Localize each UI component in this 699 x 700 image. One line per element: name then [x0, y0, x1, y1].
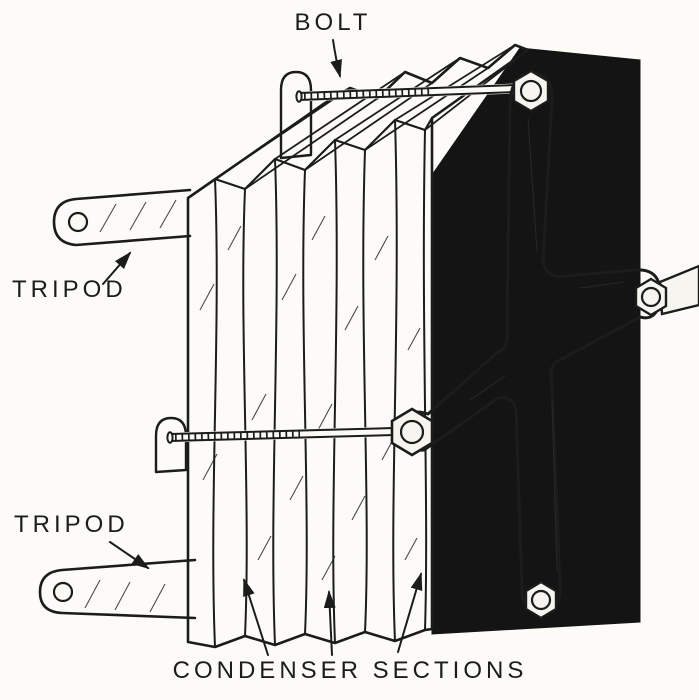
- condenser-sections-arrow-left: [243, 578, 269, 656]
- tripod-arm-upper-body: [52, 188, 192, 247]
- pleat-fold-lines: [212, 119, 428, 648]
- bolt-rod-middle-threads: [174, 430, 301, 441]
- tripod-lower-label: TRIPOD: [14, 511, 129, 538]
- rear-plate: [431, 47, 641, 635]
- bolt-rod-middle: [166, 426, 395, 444]
- tripod-arm-upper-hatching: [99, 199, 177, 233]
- bolt-rod-middle-end: [166, 431, 174, 444]
- bolt-rod-middle-rails: [169, 427, 395, 442]
- bolt-label: BOLT: [295, 9, 372, 36]
- hex-nut-center: [390, 407, 434, 457]
- hex-bolt-top-boss: [519, 79, 543, 103]
- tripod-arm-upper-hole: [67, 211, 89, 233]
- bolt-rod-top-rails: [298, 84, 516, 101]
- tripod-arm-lower-hole: [52, 581, 74, 603]
- bolt-rod-middle-underlay: [169, 426, 395, 443]
- tripod-arm-lower: [38, 558, 197, 620]
- tripod-arm-lower-body: [38, 558, 197, 620]
- hex-bolt-bottom-boss: [530, 589, 552, 611]
- hex-bolt-top: [512, 69, 550, 113]
- tripod-upper-arrow: [102, 251, 132, 285]
- hex-bolt-right: [634, 277, 668, 317]
- condenser-sections-label: CONDENSER SECTIONS: [173, 657, 528, 684]
- bolt-rod-top-underlay: [298, 83, 516, 102]
- tripod-arm-lower-hatching: [84, 579, 166, 613]
- tripod-lower-arrow: [109, 541, 150, 570]
- tripod-arm-upper: [52, 188, 192, 247]
- hex-bolt-bottom: [524, 580, 558, 620]
- condenser-sections-arrow-middle: [323, 590, 336, 656]
- bolt-rod-top-threads: [303, 88, 431, 100]
- bolt-rod-top-end: [295, 90, 303, 103]
- hex-bolt-right-boss: [640, 286, 662, 308]
- hex-nut-center-boss: [399, 419, 425, 445]
- tripod-upper-label: TRIPOD: [12, 276, 127, 303]
- top-lug: [279, 70, 313, 160]
- pleat-hatching: [199, 215, 421, 581]
- spider-cross-shading: [469, 117, 626, 573]
- stack-top-fold-edge: [186, 116, 434, 200]
- bolt-rod-top: [295, 83, 516, 103]
- bolt-arrow: [330, 39, 342, 78]
- condenser-sections-arrow-right: [397, 572, 423, 653]
